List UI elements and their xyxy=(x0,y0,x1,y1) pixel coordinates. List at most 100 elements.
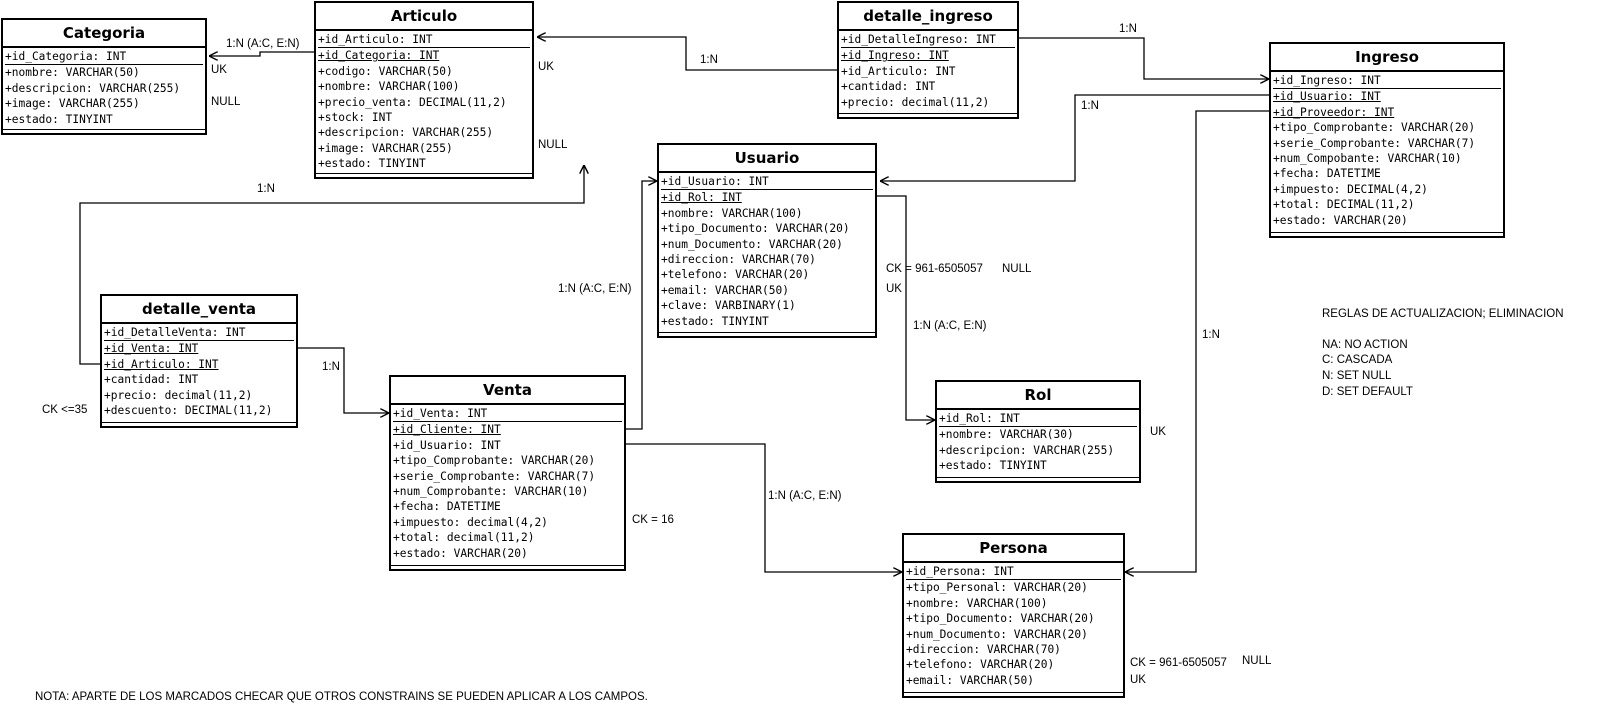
field: +nombre: VARCHAR(100) xyxy=(661,206,803,220)
field-list: +id_Articulo: INT +id_Categoria: INT +co… xyxy=(316,31,532,172)
field-foreign-key: +id_Venta: INT xyxy=(104,342,199,356)
field: +image: VARCHAR(255) xyxy=(318,141,453,155)
field: +precio_venta: DECIMAL(11,2) xyxy=(318,95,507,109)
rel-detalle-venta-venta xyxy=(297,347,389,413)
relation-label: 1:N xyxy=(1081,100,1099,112)
field: +descripcion: VARCHAR(255) xyxy=(5,81,181,95)
entity-detalle-ingreso[interactable]: detalle_ingreso +id_DetalleIngreso: INT … xyxy=(837,1,1019,119)
constraint-label: NULL xyxy=(211,96,241,108)
field-foreign-key: +id_Cliente: INT xyxy=(393,423,501,437)
field-foreign-key: +id_Ingreso: INT xyxy=(841,49,949,63)
field: +precio: decimal(11,2) xyxy=(841,95,990,109)
rules-title: REGLAS DE ACTUALIZACION; ELIMINACION xyxy=(1322,308,1564,320)
rule-item: C: CASCADA xyxy=(1322,354,1393,366)
rule-item: D: SET DEFAULT xyxy=(1322,386,1413,398)
entity-title: Rol xyxy=(937,382,1139,410)
field-list: +id_DetalleIngreso: INT +id_Ingreso: INT… xyxy=(839,31,1017,110)
constraint-label: CK <=35 xyxy=(42,404,88,416)
field: +estado: VARCHAR(20) xyxy=(393,546,528,560)
entity-articulo[interactable]: Articulo +id_Articulo: INT +id_Categoria… xyxy=(314,1,534,179)
entity-ingreso[interactable]: Ingreso +id_Ingreso: INT +id_Usuario: IN… xyxy=(1269,42,1505,238)
entity-categoria[interactable]: Categoria +id_Categoria: INT +nombre: VA… xyxy=(1,18,207,135)
entity-usuario[interactable]: Usuario +id_Usuario: INT +id_Rol: INT +n… xyxy=(657,143,877,338)
rule-item: N: SET NULL xyxy=(1322,370,1392,382)
field-foreign-key: +id_Rol: INT xyxy=(661,191,742,205)
constraint-label: UK xyxy=(1150,426,1166,438)
field: +nombre: VARCHAR(50) xyxy=(5,66,140,80)
rel-venta-usuario xyxy=(626,181,657,430)
entity-title: Articulo xyxy=(316,3,532,31)
field-primary-key: +id_Articulo: INT xyxy=(318,32,530,49)
relation-label: 1:N xyxy=(257,183,275,195)
field: +descripcion: VARCHAR(255) xyxy=(318,126,494,140)
field: +total: decimal(11,2) xyxy=(393,531,535,545)
field: +impuesto: DECIMAL(4,2) xyxy=(1273,182,1428,196)
field: +nombre: VARCHAR(100) xyxy=(318,80,460,94)
field: +tipo_Comprobante: VARCHAR(20) xyxy=(1273,121,1476,135)
field-list: +id_Categoria: INT +nombre: VARCHAR(50) … xyxy=(3,48,205,127)
rel-detalle-venta-articulo xyxy=(79,165,584,365)
relation-label: 1:N xyxy=(322,361,340,373)
entity-footer-divider xyxy=(1271,232,1503,233)
field: +email: VARCHAR(50) xyxy=(906,673,1034,687)
field: +tipo_Comprobante: VARCHAR(20) xyxy=(393,454,596,468)
rel-articulo-categoria xyxy=(209,51,316,56)
footer-note: NOTA: APARTE DE LOS MARCADOS CHECAR QUE … xyxy=(35,691,648,703)
field-primary-key: +id_Usuario: INT xyxy=(661,174,873,191)
entity-title: Usuario xyxy=(659,145,875,173)
field-list: +id_Persona: INT +tipo_Personal: VARCHAR… xyxy=(904,563,1123,688)
field: +serie_Comprobante: VARCHAR(7) xyxy=(1273,136,1476,150)
constraint-label: NULL xyxy=(538,139,568,151)
field-list: +id_DetalleVenta: INT +id_Venta: INT +id… xyxy=(102,324,296,418)
field: +email: VARCHAR(50) xyxy=(661,283,789,297)
entity-footer-divider xyxy=(3,129,205,130)
field: +cantidad: INT xyxy=(104,373,199,387)
field: +cantidad: INT xyxy=(841,80,936,94)
entity-title: Categoria xyxy=(3,20,205,48)
field: +telefono: VARCHAR(20) xyxy=(906,658,1055,672)
field-list: +id_Venta: INT +id_Cliente: INT +id_Usua… xyxy=(391,405,624,561)
field: +fecha: DATETIME xyxy=(393,500,501,514)
constraint-label: UK xyxy=(538,61,554,73)
rel-detalle-ingreso-articulo xyxy=(537,37,839,71)
entity-footer-divider xyxy=(391,565,624,566)
rel-ingreso-persona xyxy=(1125,110,1271,572)
entity-persona[interactable]: Persona +id_Persona: INT +tipo_Personal:… xyxy=(902,533,1125,698)
entity-title: Venta xyxy=(391,377,624,405)
field: +telefono: VARCHAR(20) xyxy=(661,268,810,282)
constraint-label: NULL xyxy=(1002,263,1032,275)
field-primary-key: +id_Persona: INT xyxy=(906,564,1121,581)
field-foreign-key: +id_Categoria: INT xyxy=(318,49,440,63)
field: +tipo_Personal: VARCHAR(20) xyxy=(906,581,1088,595)
field-list: +id_Ingreso: INT +id_Usuario: INT +id_Pr… xyxy=(1271,72,1503,228)
field-foreign-key: +id_Proveedor: INT xyxy=(1273,105,1395,119)
constraint-label: UK xyxy=(211,64,227,76)
relation-label: 1:N (A:C, E:N) xyxy=(558,283,632,295)
field: +num_Documento: VARCHAR(20) xyxy=(661,237,843,251)
field: +estado: VARCHAR(20) xyxy=(1273,213,1408,227)
entity-rol[interactable]: Rol +id_Rol: INT +nombre: VARCHAR(30) +d… xyxy=(935,380,1141,483)
field: +id_Usuario: INT xyxy=(393,438,501,452)
relation-label: 1:N xyxy=(1119,23,1137,35)
field: +nombre: VARCHAR(30) xyxy=(939,428,1074,442)
entity-footer-divider xyxy=(316,173,532,174)
field: +estado: TINYINT xyxy=(939,459,1047,473)
field: +impuesto: decimal(4,2) xyxy=(393,515,548,529)
entity-venta[interactable]: Venta +id_Venta: INT +id_Cliente: INT +i… xyxy=(389,375,626,571)
entity-footer-divider xyxy=(659,332,875,333)
field: +descripcion: VARCHAR(255) xyxy=(939,443,1115,457)
entity-detalle-venta[interactable]: detalle_venta +id_DetalleVenta: INT +id_… xyxy=(100,294,298,428)
field-foreign-key: +id_Usuario: INT xyxy=(1273,90,1381,104)
field: +clave: VARBINARY(1) xyxy=(661,299,796,313)
field: +codigo: VARCHAR(50) xyxy=(318,64,453,78)
rel-detalle-ingreso-ingreso xyxy=(1019,37,1269,79)
field-primary-key: +id_DetalleVenta: INT xyxy=(104,325,294,342)
field: +serie_Comprobante: VARCHAR(7) xyxy=(393,469,596,483)
field: +num_Compobante: VARCHAR(10) xyxy=(1273,152,1462,166)
field-foreign-key: +id_Articulo: INT xyxy=(104,357,219,371)
constraint-label: CK = 961-6505057 xyxy=(886,263,983,275)
relation-label: 1:N xyxy=(700,54,718,66)
rule-item: NA: NO ACTION xyxy=(1322,339,1408,351)
constraint-label: UK xyxy=(886,283,902,295)
